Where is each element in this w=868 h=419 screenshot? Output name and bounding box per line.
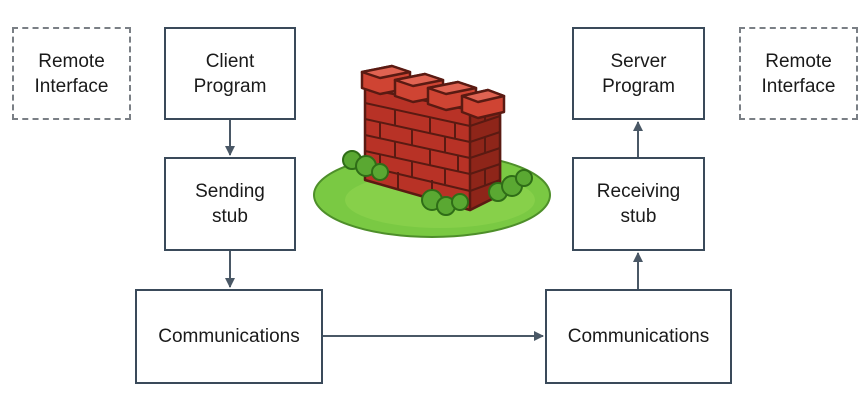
server-program-box: Server Program (572, 27, 705, 120)
brick-wall-icon (313, 64, 551, 238)
server-program-label: Server Program (602, 50, 675, 97)
right-communications-box: Communications (545, 289, 732, 384)
receiving-stub-label: Receiving stub (596, 181, 681, 227)
receiving-stub-box: Receiving stub (572, 157, 705, 251)
sending-stub-label: Sending stub (195, 181, 265, 227)
client-program-label: Client Program (193, 50, 267, 97)
sending-stub-box: Sending stub (164, 157, 296, 251)
left-remote-interface-label: Remote Interface (34, 50, 109, 97)
left-communications-label: Communications (158, 326, 300, 347)
left-remote-interface-box: Remote Interface (12, 27, 131, 120)
right-communications-label: Communications (567, 326, 710, 347)
client-program-box: Client Program (164, 27, 296, 120)
right-remote-interface-box: Remote Interface (739, 27, 858, 120)
left-communications-box: Communications (135, 289, 323, 384)
right-remote-interface-label: Remote Interface (761, 50, 836, 97)
